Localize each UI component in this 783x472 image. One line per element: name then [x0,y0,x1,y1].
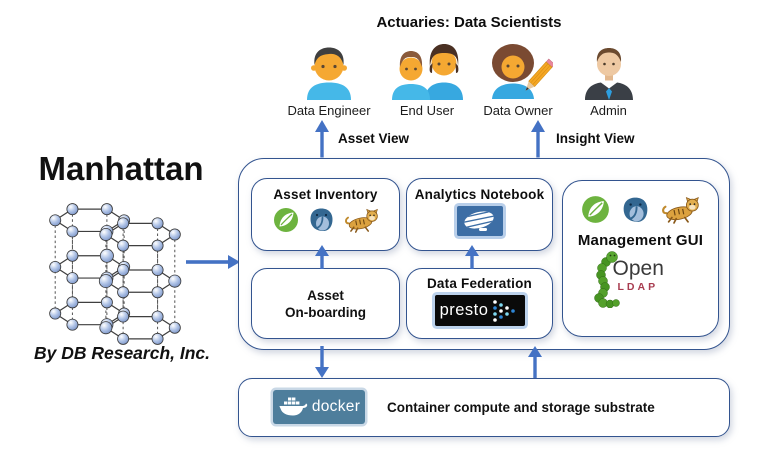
onboarding-to-inventory-arrow [315,245,329,269]
spring-icon [273,208,298,232]
persona-data-owner: Data Owner [472,40,564,118]
federation-to-notebook-arrow [465,245,479,269]
persona-label: End User [399,103,455,118]
data-owner-icon [492,44,553,99]
asset-onboarding-line1: Asset [307,287,344,303]
data-federation-title: Data Federation [426,276,533,291]
asset-onboarding-line2: On-boarding [285,304,366,320]
postgresql-icon [623,197,648,222]
presto-dots-icon [493,299,516,322]
docker-logo: docker [273,390,365,424]
analytics-notebook-title: Analytics Notebook [414,187,545,202]
openldap-open-text: Open [612,257,664,280]
analytics-notebook-box: Analytics Notebook [406,178,553,251]
asset-view-arrow [315,120,329,158]
openldap-caterpillar-icon [593,251,620,308]
platform-to-substrate-arrow [315,346,329,378]
management-gui-box: Management GUI Open L [562,180,719,337]
persona-data-engineer: Data Engineer [283,42,375,118]
presto-text: presto [439,301,489,319]
asset-view-label: Asset View [338,131,410,146]
tomcat-icon [662,196,699,224]
persona-end-user: End User [384,40,470,118]
tomcat-icon [344,208,378,233]
substrate-label: Container compute and storage substrate [387,400,655,415]
docker-whale-icon [279,397,308,416]
product-title: Manhattan [38,150,204,187]
insight-view-label: Insight View [556,131,635,146]
presto-logo: presto [434,295,525,326]
persona-admin: Admin [566,42,651,118]
zeppelin-icon [456,206,503,236]
page-title: Actuaries: Data Scientists [376,14,562,31]
end-user-icon [392,44,463,100]
management-gui-icons [581,195,700,224]
insight-view-arrow [531,120,545,158]
admin-icon [584,48,633,100]
management-gui-title: Management GUI [577,232,704,249]
asset-inventory-title: Asset Inventory [273,187,378,202]
lattice-to-platform-arrow [186,255,240,269]
byline: By DB Research, Inc. [33,343,211,363]
persona-label: Data Engineer [287,103,371,118]
substrate-to-platform-arrow [528,346,542,378]
substrate-box: docker Container compute and storage sub… [238,378,730,437]
docker-text: docker [311,398,361,415]
asset-onboarding-box: Asset On-boarding [251,268,400,339]
data-engineer-icon [307,47,351,100]
spring-icon [582,196,609,223]
persona-label: Data Owner [483,103,553,118]
asset-inventory-icons [273,207,379,233]
postgresql-icon [310,208,332,231]
asset-onboarding-title: Asset On-boarding [285,287,366,321]
openldap-logo: Open LDAP [585,250,697,308]
data-federation-box: Data Federation presto [406,268,553,339]
crystal-lattice-graphic [49,203,182,345]
persona-label: Admin [590,103,627,118]
openldap-ldap-text: LDAP [617,281,659,293]
asset-inventory-box: Asset Inventory [251,178,400,251]
